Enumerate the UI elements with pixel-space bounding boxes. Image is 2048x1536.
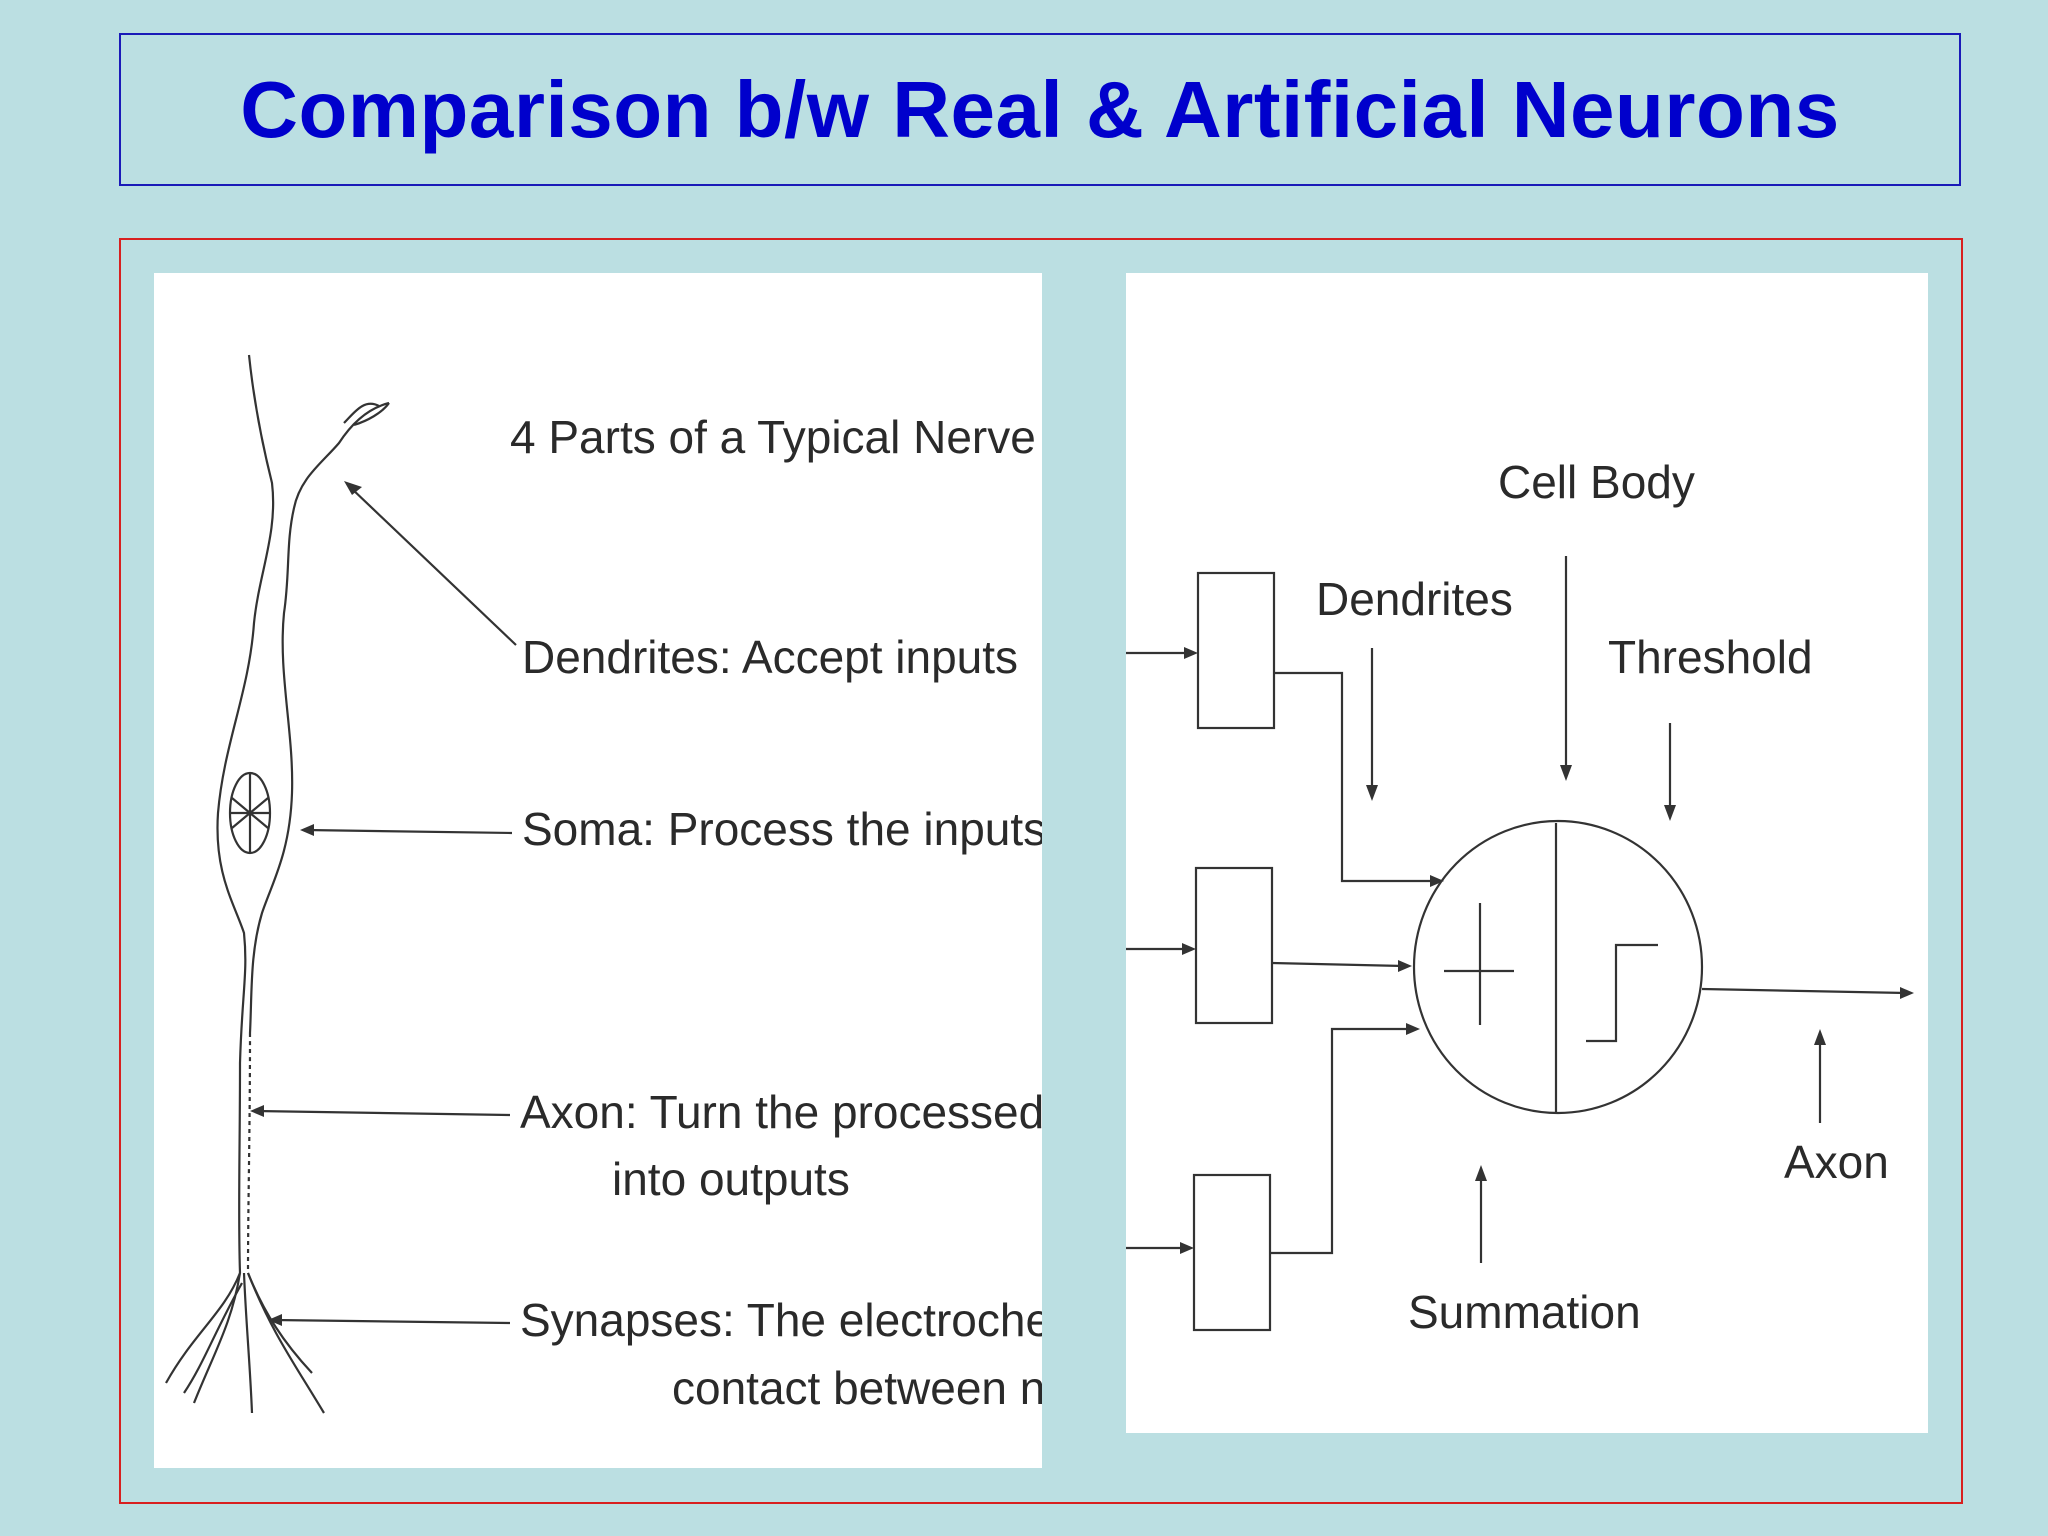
soma-label: Soma: Process the inputs — [522, 803, 1042, 855]
dendrites-label-artificial: Dendrites — [1316, 573, 1513, 625]
dendrites-label: Dendrites: Accept inputs — [522, 631, 1018, 683]
synapses-label-line2: contact between neurons — [672, 1362, 1042, 1414]
input-box-3 — [1192, 1173, 1272, 1332]
input-arrows — [1126, 647, 1198, 1254]
threshold-step-icon — [1586, 943, 1658, 1043]
nerve-cell-heading: 4 Parts of a Typical Nerve Cell — [510, 411, 1042, 463]
nerve-cell-drawing — [165, 354, 390, 1414]
axon-label-artificial: Axon — [1784, 1136, 1889, 1188]
output-arrow — [1701, 987, 1914, 999]
synapses-label-line1: Synapses: The electrochemical — [520, 1294, 1042, 1346]
label-arrows — [250, 481, 517, 1326]
axon-label-line2: into outputs — [612, 1153, 850, 1205]
artificial-neuron-panel: Cell Body Dendrites Threshold Summation … — [1126, 273, 1928, 1433]
dendrite-connections — [1270, 671, 1444, 1255]
axon-label-line1: Axon: Turn the processed inputs — [520, 1086, 1042, 1138]
title-box: Comparison b/w Real & Artificial Neurons — [119, 33, 1961, 186]
content-box — [119, 238, 1963, 1504]
slide-title: Comparison b/w Real & Artificial Neurons — [240, 64, 1840, 154]
input-box-2 — [1194, 866, 1274, 1025]
input-box-1 — [1196, 571, 1276, 730]
label-pointer-arrows — [1366, 556, 1826, 1263]
cell-body-label: Cell Body — [1498, 456, 1695, 508]
summation-label: Summation — [1408, 1286, 1641, 1338]
threshold-label: Threshold — [1608, 631, 1813, 683]
input-boxes — [1192, 571, 1276, 1332]
cell-body-circle — [1412, 819, 1704, 1115]
real-neuron-panel: 4 Parts of a Typical Nerve Cell Dendrite… — [154, 273, 1042, 1468]
real-neuron-diagram: 4 Parts of a Typical Nerve Cell Dendrite… — [165, 354, 1042, 1414]
artificial-neuron-diagram: Cell Body Dendrites Threshold Summation … — [1126, 456, 1914, 1338]
